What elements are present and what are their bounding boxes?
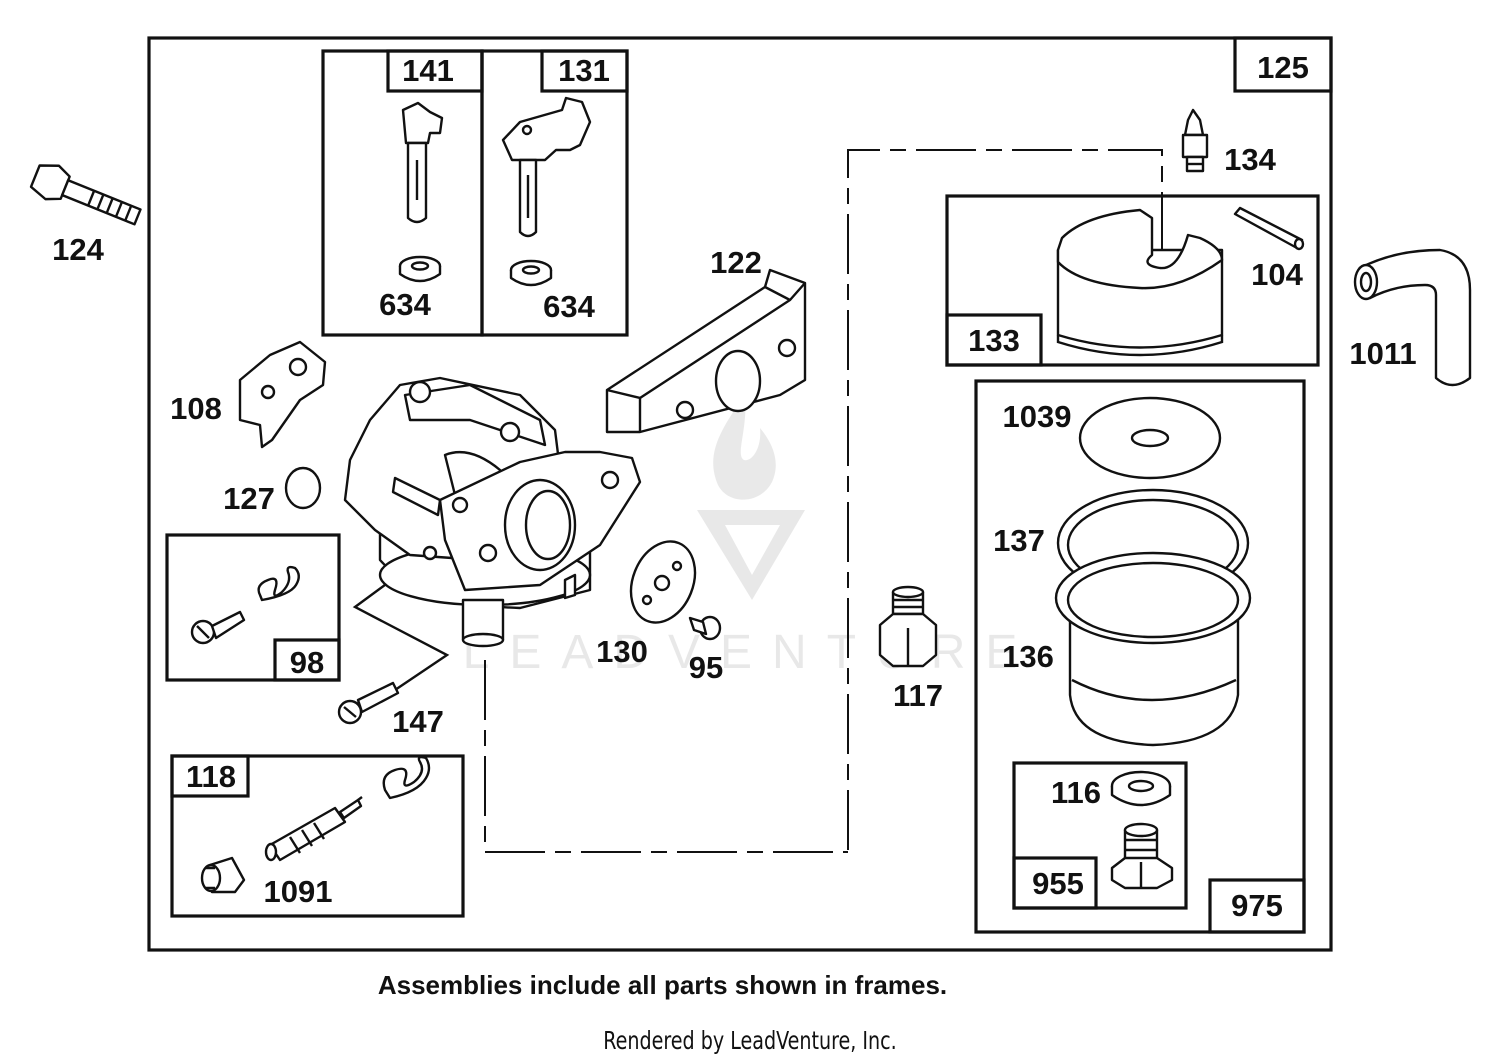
label-136: 136 — [1002, 639, 1054, 674]
label-125: 125 — [1257, 50, 1309, 85]
label-975: 975 — [1231, 888, 1283, 923]
label-box-133 — [945, 313, 1043, 367]
connector-line-jet — [484, 660, 848, 853]
idle-mixture-screw-part — [337, 681, 400, 725]
label-box-141 — [386, 49, 484, 93]
label-box-975 — [1208, 878, 1306, 934]
v-logo-icon — [697, 510, 805, 600]
choke-plate-part — [238, 340, 327, 449]
label-118: 118 — [186, 759, 236, 794]
label-box-125 — [1233, 36, 1333, 93]
render-credit: Rendered by LeadVenture, Inc. — [603, 1026, 897, 1055]
assembly-frame-955 — [1012, 761, 1188, 910]
carburetor-gasket-part — [629, 540, 697, 624]
float-hinge-pin-part — [1233, 206, 1305, 251]
label-1039: 1039 — [1003, 399, 1072, 434]
label-127: 127 — [223, 481, 275, 516]
mixture-spring-part — [382, 755, 431, 800]
drain-screw-part — [688, 615, 722, 641]
connector-line-bowl — [847, 149, 1163, 850]
label-98: 98 — [290, 645, 324, 680]
inlet-needle-part — [1181, 108, 1209, 173]
label-122: 122 — [710, 245, 762, 280]
idle-spring-part — [257, 565, 300, 602]
label-634-right: 634 — [543, 289, 595, 324]
seal-washer-part — [509, 259, 553, 287]
assembly-frame-133 — [945, 194, 1320, 367]
watermark-text: LEADVENTURE — [463, 626, 1038, 679]
welch-plug-part — [284, 466, 322, 510]
label-116: 116 — [1051, 775, 1101, 810]
assembly-frame-118 — [170, 754, 465, 918]
label-130: 130 — [596, 634, 648, 669]
bolt-part — [29, 164, 142, 226]
label-634-left: 634 — [379, 287, 431, 322]
throttle-shaft-part — [501, 96, 592, 238]
float-bowl-part — [1054, 551, 1252, 747]
label-box-131 — [540, 49, 629, 93]
limiter-cap-part — [200, 856, 246, 894]
diagram-caption: Assemblies include all parts shown in fr… — [377, 970, 948, 1000]
label-133: 133 — [968, 323, 1020, 358]
label-box-118 — [170, 754, 250, 798]
flame-icon — [713, 395, 776, 500]
label-955: 955 — [1032, 866, 1084, 901]
assembly-frame-975 — [974, 379, 1306, 934]
bowl-washer-part — [1110, 770, 1172, 807]
spacer-gasket-part — [605, 268, 807, 434]
carburetor-body-part — [343, 376, 642, 648]
idle-speed-screw-part — [190, 610, 246, 645]
label-box-98 — [273, 638, 341, 682]
label-1011: 1011 — [1349, 336, 1416, 371]
label-95: 95 — [689, 650, 723, 685]
choke-shaft-part — [401, 101, 444, 224]
fuel-line-part — [1353, 248, 1472, 387]
label-117: 117 — [893, 678, 943, 713]
mixture-needle-part — [264, 796, 363, 862]
label-141: 141 — [402, 53, 454, 88]
label-box-955 — [1012, 856, 1098, 910]
label-108: 108 — [170, 391, 222, 426]
main-jet-part — [878, 585, 938, 668]
float-part — [1056, 208, 1224, 357]
label-137: 137 — [993, 523, 1045, 558]
gasket-1039-part — [1078, 396, 1222, 480]
bowl-nut-part — [1110, 822, 1174, 890]
label-134: 134 — [1224, 142, 1276, 177]
assembly-frame-98 — [165, 533, 341, 682]
assembly-frame-125 — [147, 36, 1333, 952]
label-104: 104 — [1251, 257, 1303, 292]
label-124: 124 — [52, 232, 104, 267]
label-1091: 1091 — [264, 874, 333, 909]
seal-washer-part — [398, 255, 442, 283]
label-131: 131 — [558, 53, 610, 88]
label-147: 147 — [392, 704, 444, 739]
